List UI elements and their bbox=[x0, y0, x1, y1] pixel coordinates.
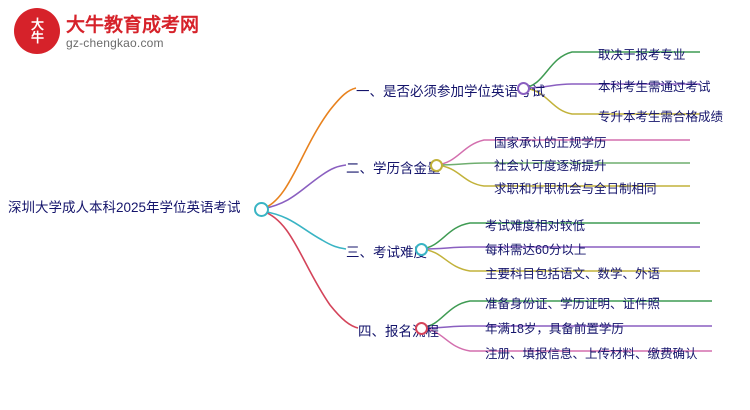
leaf-label-3-2[interactable]: 每科需达60分以上 bbox=[485, 243, 587, 257]
branch-node-dot-4[interactable] bbox=[415, 322, 428, 335]
branch-label-3[interactable]: 三、考试难度 bbox=[346, 245, 427, 260]
mindmap-root-label[interactable]: 深圳大学成人本科2025年学位英语考试 bbox=[8, 200, 241, 215]
leaf-label-2-1[interactable]: 国家承认的正规学历 bbox=[494, 136, 607, 150]
leaf-label-1-1[interactable]: 取决于报考专业 bbox=[598, 48, 686, 62]
branch-node-dot-2[interactable] bbox=[430, 159, 443, 172]
logo-badge-icon: 大牛 bbox=[14, 8, 60, 54]
leaf-label-3-3[interactable]: 主要科目包括语文、数学、外语 bbox=[485, 267, 661, 281]
logo-subtitle: gz-chengkao.com bbox=[66, 36, 164, 50]
branch-label-1[interactable]: 一、是否必须参加学位英语考试 bbox=[356, 84, 545, 99]
logo-title: 大牛教育成考网 bbox=[66, 15, 200, 36]
branch-label-2[interactable]: 二、学历含金量 bbox=[346, 161, 441, 176]
leaf-label-2-2[interactable]: 社会认可度逐渐提升 bbox=[494, 159, 607, 173]
logo-badge-text: 大牛 bbox=[30, 17, 44, 45]
site-logo: 大牛 大牛教育成考网 gz-chengkao.com bbox=[14, 8, 214, 60]
leaf-label-4-3[interactable]: 注册、填报信息、上传材料、缴费确认 bbox=[485, 347, 698, 361]
leaf-label-4-2[interactable]: 年满18岁，具备前置学历 bbox=[485, 322, 624, 336]
leaf-label-1-2[interactable]: 本科考生需通过考试 bbox=[598, 80, 711, 94]
root-node-dot[interactable] bbox=[254, 202, 269, 217]
branch-node-dot-1[interactable] bbox=[517, 82, 530, 95]
leaf-label-2-3[interactable]: 求职和升职机会与全日制相同 bbox=[494, 182, 657, 196]
leaf-label-4-1[interactable]: 准备身份证、学历证明、证件照 bbox=[485, 297, 661, 311]
leaf-label-3-1[interactable]: 考试难度相对较低 bbox=[485, 219, 586, 233]
leaf-label-1-3[interactable]: 专升本考生需合格成绩 bbox=[598, 110, 724, 124]
branch-node-dot-3[interactable] bbox=[415, 243, 428, 256]
